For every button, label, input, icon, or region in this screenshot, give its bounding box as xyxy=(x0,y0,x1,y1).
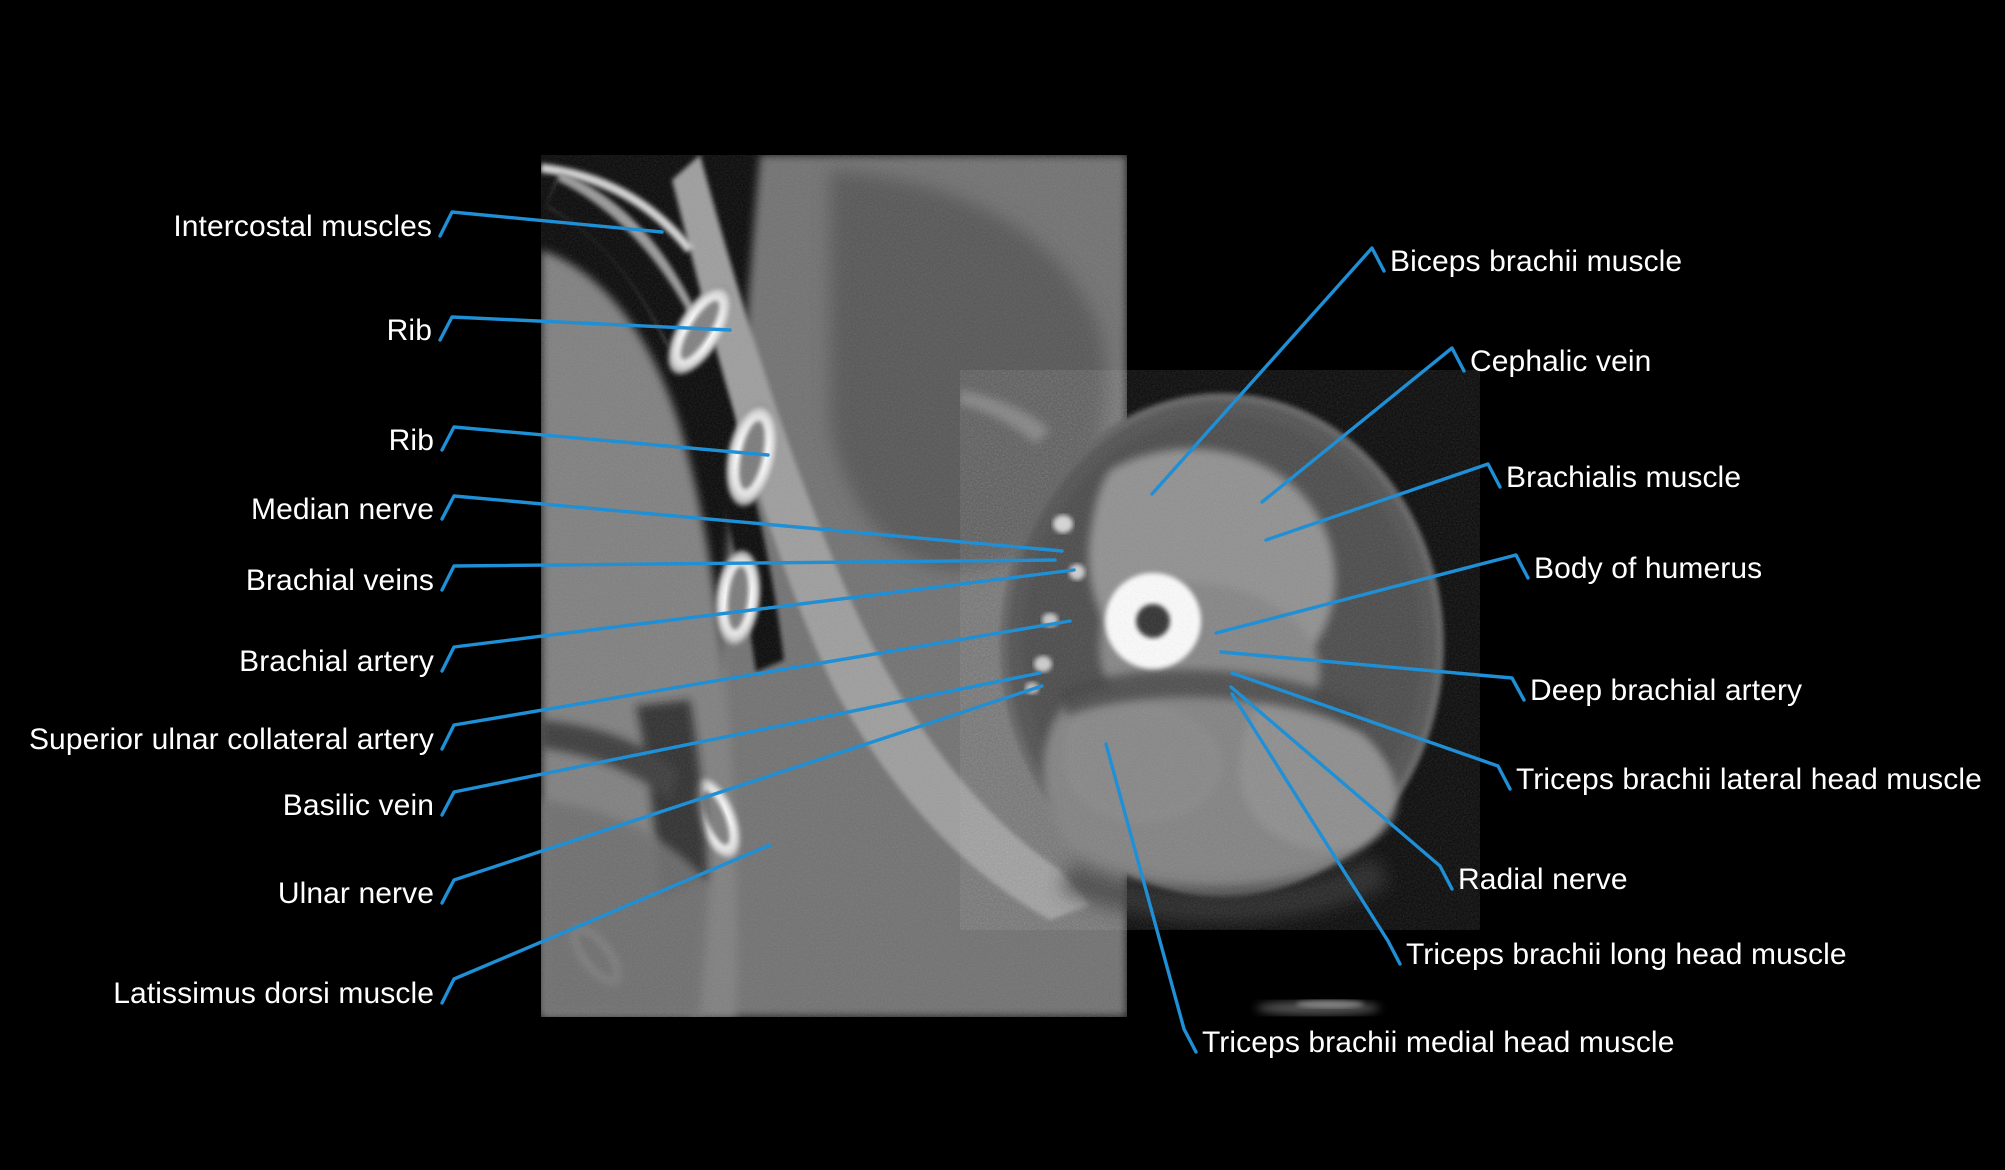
label-triceps-brachii-lateral-head-muscle: Triceps brachii lateral head muscle xyxy=(1516,763,1982,796)
leader-lines-right xyxy=(1104,246,1530,1054)
label-median-nerve: Median nerve xyxy=(251,493,434,526)
label-ulnar-nerve: Ulnar nerve xyxy=(277,877,434,910)
leader-line-rib xyxy=(438,315,732,342)
leader-line-superior-ulnar-collateral-artery xyxy=(440,619,1072,751)
label-cephalic-vein: Cephalic vein xyxy=(1470,345,1652,378)
label-brachial-veins: Brachial veins xyxy=(245,564,434,597)
scan-artifact-streak xyxy=(1256,1000,1380,1015)
leader-line-biceps-brachii-muscle xyxy=(1150,246,1386,496)
leader-line-ulnar-nerve xyxy=(440,684,1044,905)
leader-lines-left xyxy=(438,210,1076,1005)
leader-line-latissimus-dorsi-muscle xyxy=(440,843,772,1005)
leader-line-brachialis-muscle xyxy=(1264,462,1502,542)
label-rib: Rib xyxy=(388,424,434,457)
label-brachialis-muscle: Brachialis muscle xyxy=(1506,461,1742,494)
leader-line-deep-brachial-artery xyxy=(1219,650,1526,702)
label-superior-ulnar-collateral-artery: Superior ulnar collateral artery xyxy=(28,723,434,756)
leader-line-cephalic-vein xyxy=(1260,346,1466,504)
label-triceps-brachii-long-head-muscle: Triceps brachii long head muscle xyxy=(1406,938,1847,971)
leader-line-body-of-humerus xyxy=(1214,553,1530,635)
label-basilic-vein: Basilic vein xyxy=(282,789,434,822)
leader-line-triceps-brachii-long-head-muscle xyxy=(1230,692,1402,966)
leader-line-rib xyxy=(440,425,770,457)
leader-line-triceps-brachii-medial-head-muscle xyxy=(1104,742,1198,1054)
leader-line-median-nerve xyxy=(440,494,1064,553)
leader-line-intercostal-muscles xyxy=(438,210,664,238)
label-deep-brachial-artery: Deep brachial artery xyxy=(1530,674,1803,707)
arm-ct-image xyxy=(960,390,1444,923)
leader-line-brachial-artery xyxy=(440,568,1076,673)
label-rib: Rib xyxy=(386,314,432,347)
label-intercostal-muscles: Intercostal muscles xyxy=(173,210,432,243)
leader-line-triceps-brachii-lateral-head-muscle xyxy=(1230,671,1512,791)
label-brachial-artery: Brachial artery xyxy=(239,645,434,678)
leader-line-radial-nerve xyxy=(1229,685,1454,891)
label-triceps-brachii-medial-head-muscle: Triceps brachii medial head muscle xyxy=(1202,1026,1675,1059)
leader-line-basilic-vein xyxy=(440,671,1042,817)
label-body-of-humerus: Body of humerus xyxy=(1534,552,1763,585)
label-latissimus-dorsi-muscle: Latissimus dorsi muscle xyxy=(113,977,434,1010)
label-biceps-brachii-muscle: Biceps brachii muscle xyxy=(1390,245,1683,278)
leader-line-brachial-veins xyxy=(440,558,1057,592)
label-radial-nerve: Radial nerve xyxy=(1458,863,1628,896)
